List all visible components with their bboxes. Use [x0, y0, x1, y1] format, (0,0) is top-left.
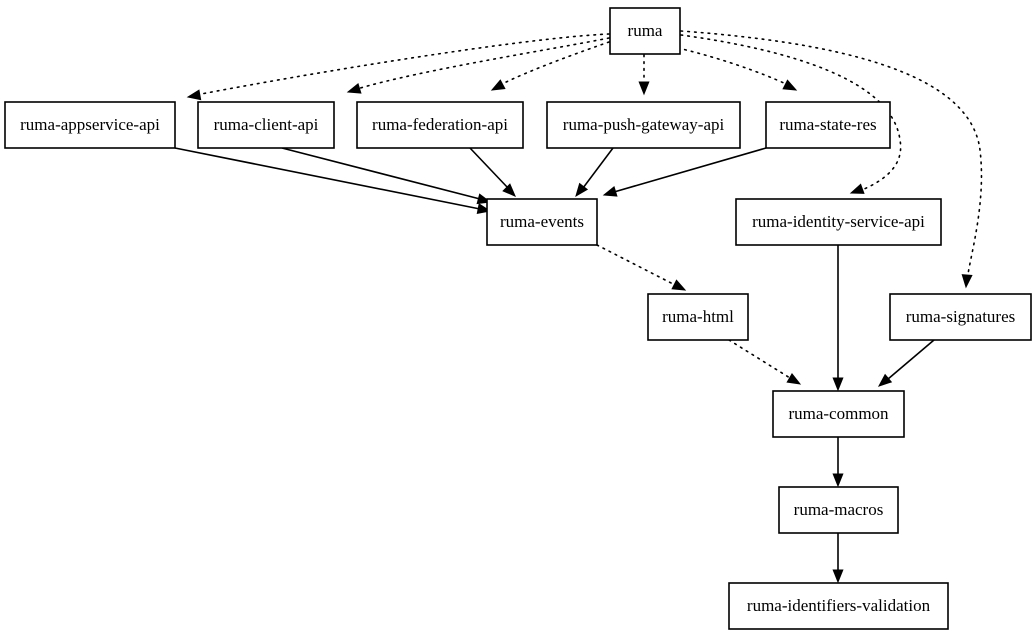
node-label: ruma-push-gateway-api	[563, 115, 725, 134]
edge-line	[174, 147, 481, 210]
node-ruma-identity-service-api[interactable]: ruma-identity-service-api	[735, 198, 942, 246]
node-ruma-federation-api[interactable]: ruma-federation-api	[356, 101, 524, 149]
edge-arrowhead	[832, 473, 844, 488]
edge-line	[728, 339, 791, 379]
node-box[interactable]	[765, 101, 891, 149]
node-box[interactable]	[546, 101, 741, 149]
edge-line	[195, 33, 610, 96]
edge-line	[613, 147, 767, 193]
node-label: ruma-signatures	[906, 307, 1016, 326]
edge-line	[680, 30, 983, 275]
edge-arrowhead	[782, 79, 798, 91]
node-box[interactable]	[778, 486, 899, 534]
edge-arrowhead	[490, 79, 506, 91]
edge-ruma-state-res-to-ruma-events	[602, 147, 767, 197]
edge-arrowhead	[602, 186, 618, 197]
node-ruma-macros[interactable]: ruma-macros	[778, 486, 899, 534]
node-label: ruma-identity-service-api	[752, 212, 925, 231]
edge-arrowhead	[638, 81, 650, 96]
node-ruma-appservice-api[interactable]: ruma-appservice-api	[4, 101, 176, 149]
edge-line	[596, 244, 676, 286]
node-box[interactable]	[4, 101, 176, 149]
edge-ruma-to-ruma-state-res	[677, 47, 798, 91]
edge-arrowhead	[877, 373, 893, 387]
node-ruma-identifiers-validation[interactable]: ruma-identifiers-validation	[728, 582, 949, 630]
edge-arrowhead	[671, 279, 687, 291]
node-ruma-html[interactable]: ruma-html	[647, 293, 749, 341]
node-box[interactable]	[772, 390, 905, 438]
node-label: ruma-state-res	[779, 115, 876, 134]
edge-ruma-identity-service-api-to-ruma-common	[832, 245, 844, 392]
node-box[interactable]	[486, 198, 598, 246]
node-label: ruma-federation-api	[372, 115, 508, 134]
edge-arrowhead	[186, 89, 202, 101]
node-ruma-client-api[interactable]: ruma-client-api	[197, 101, 335, 149]
edge-arrowhead	[832, 569, 844, 584]
node-box[interactable]	[197, 101, 335, 149]
edge-ruma-federation-api-to-ruma-events	[469, 147, 516, 197]
edge-ruma-to-ruma-appservice-api	[186, 33, 610, 101]
edge-arrowhead	[961, 274, 973, 289]
node-ruma-common[interactable]: ruma-common	[772, 390, 905, 438]
nodes-layer: ruma ruma-appservice-api ruma-client-api ru…	[4, 7, 1032, 630]
edge-ruma-html-to-ruma-common	[728, 339, 802, 385]
edge-arrowhead	[575, 182, 589, 198]
node-label: ruma-events	[500, 212, 584, 231]
edge-ruma-to-ruma-client-api	[346, 37, 610, 94]
edge-line	[356, 37, 610, 90]
edge-ruma-events-to-ruma-html	[596, 244, 687, 291]
edge-ruma-push-gateway-api-to-ruma-events	[575, 147, 614, 198]
node-ruma-push-gateway-api[interactable]: ruma-push-gateway-api	[546, 101, 741, 149]
edge-line	[677, 47, 787, 85]
node-label: ruma-client-api	[214, 115, 319, 134]
node-label: ruma-common	[788, 404, 889, 423]
node-box[interactable]	[728, 582, 949, 630]
edge-line	[281, 147, 481, 200]
node-ruma[interactable]: ruma	[609, 7, 681, 55]
edge-line	[887, 339, 935, 380]
edges-layer	[174, 30, 983, 584]
edge-ruma-to-ruma-signatures	[680, 30, 983, 289]
node-label: ruma-identifiers-validation	[747, 596, 931, 615]
edge-ruma-signatures-to-ruma-common	[877, 339, 935, 387]
node-box[interactable]	[609, 7, 681, 55]
node-label: ruma-html	[662, 307, 734, 326]
edge-arrowhead	[849, 183, 865, 194]
edge-ruma-to-ruma-push-gateway-api	[638, 54, 650, 96]
node-label: ruma-macros	[794, 500, 884, 519]
node-box[interactable]	[647, 293, 749, 341]
edge-ruma-macros-to-ruma-identifiers-validation	[832, 533, 844, 584]
node-box[interactable]	[889, 293, 1032, 341]
edge-arrowhead	[832, 377, 844, 392]
node-ruma-signatures[interactable]: ruma-signatures	[889, 293, 1032, 341]
edge-arrowhead	[786, 372, 802, 385]
node-label: ruma-appservice-api	[20, 115, 160, 134]
node-box[interactable]	[735, 198, 942, 246]
edge-arrowhead	[346, 83, 362, 94]
edge-ruma-common-to-ruma-macros	[832, 437, 844, 488]
node-ruma-events[interactable]: ruma-events	[486, 198, 598, 246]
edge-line	[469, 147, 509, 189]
node-ruma-state-res[interactable]: ruma-state-res	[765, 101, 891, 149]
node-box[interactable]	[356, 101, 524, 149]
edge-ruma-to-ruma-federation-api	[490, 41, 610, 91]
edge-ruma-client-api-to-ruma-events	[281, 147, 492, 205]
edge-line	[582, 147, 614, 189]
node-label: ruma	[628, 21, 663, 40]
edge-ruma-appservice-api-to-ruma-events	[174, 147, 492, 215]
edge-arrowhead	[502, 183, 516, 197]
